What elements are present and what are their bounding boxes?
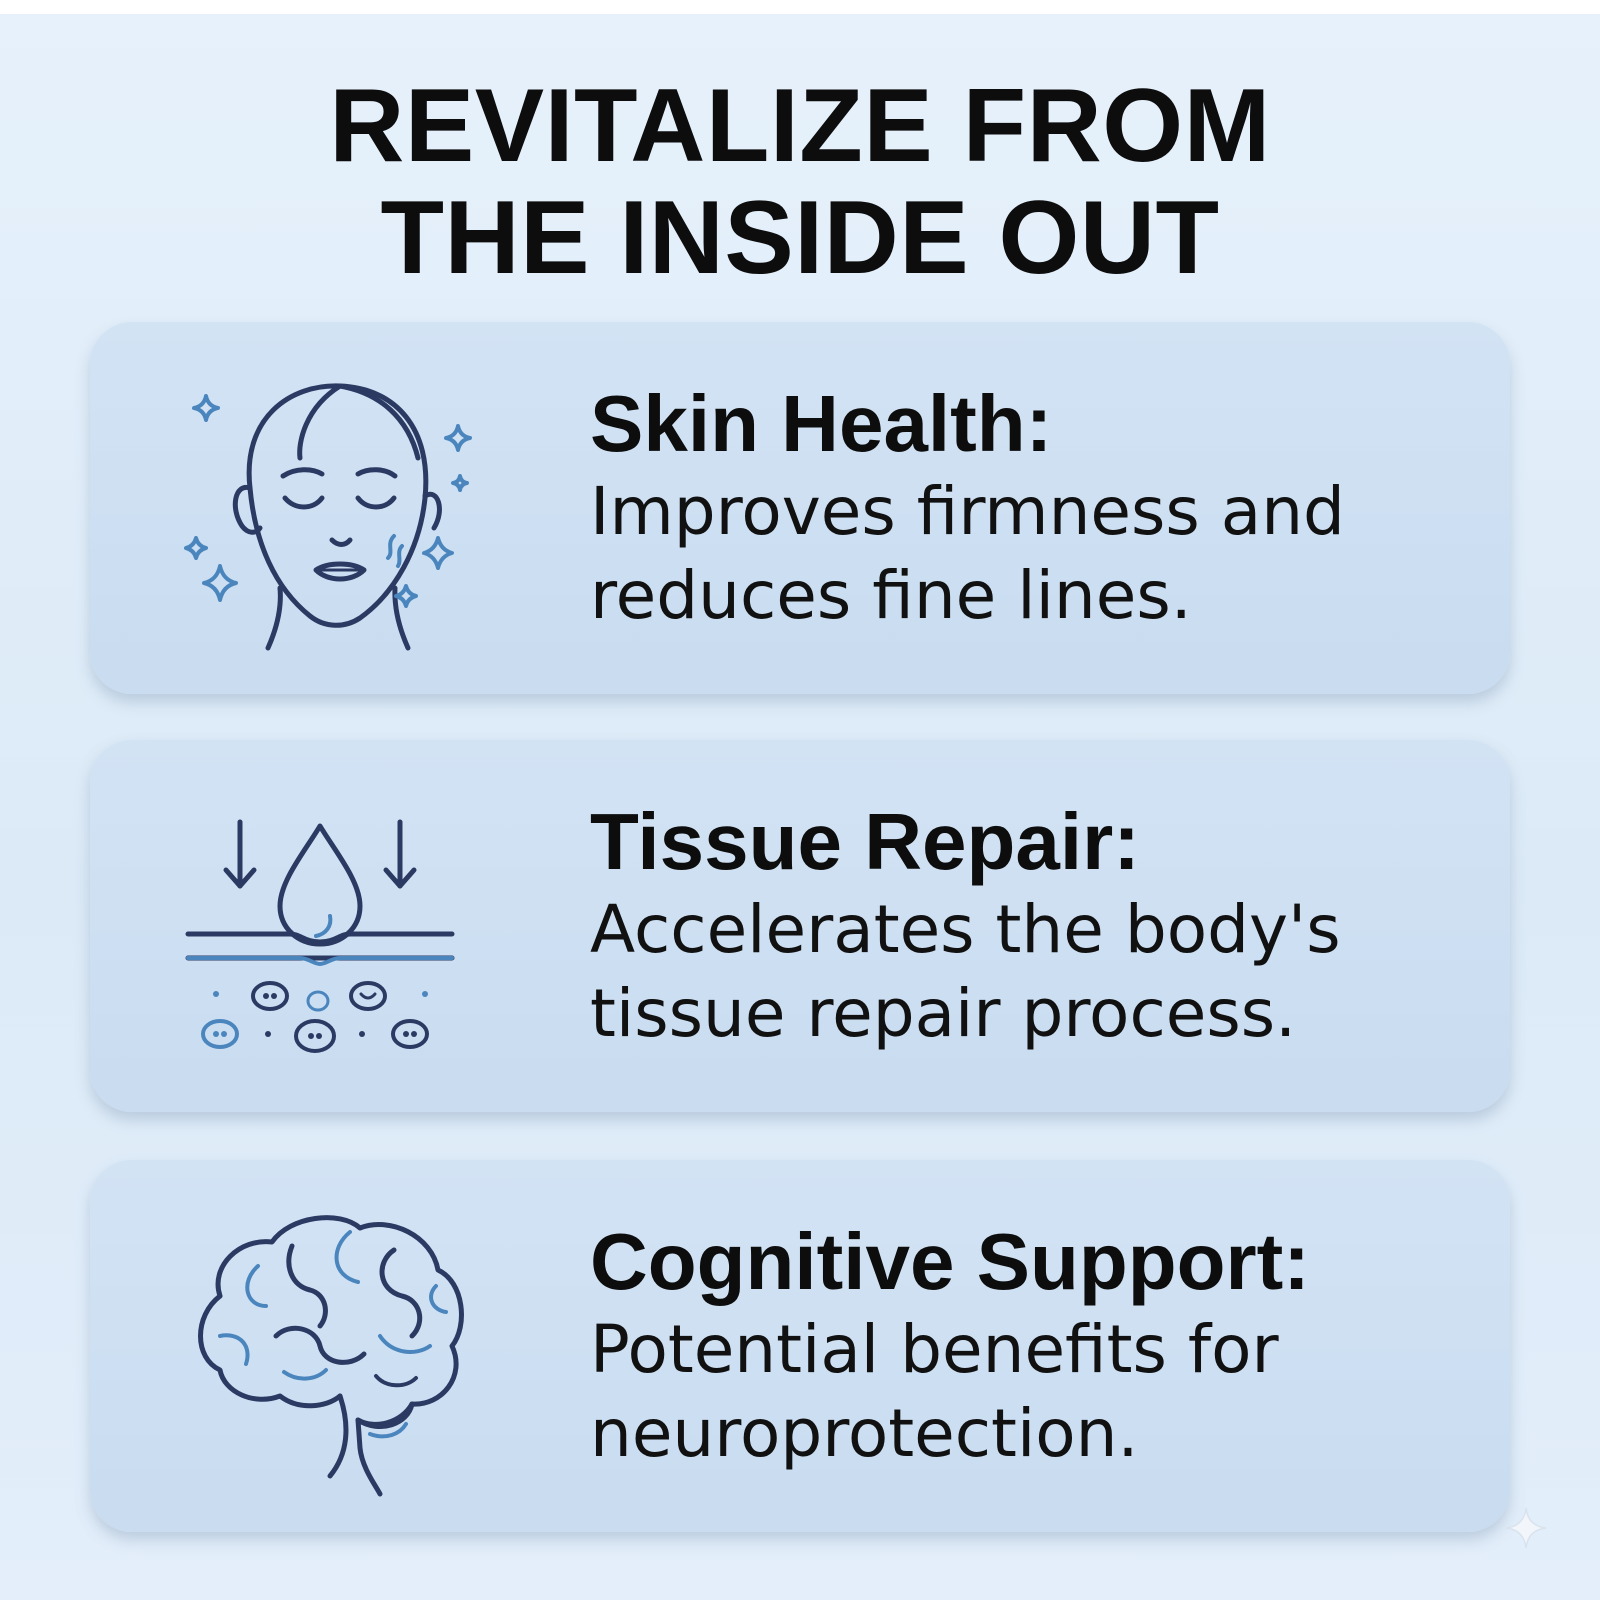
benefit-text: Skin Health: Improves firmness and reduc… <box>590 322 1490 694</box>
brain-icon <box>198 1215 464 1497</box>
benefit-description: Improves firmness and reduces fine lines… <box>590 473 1345 634</box>
page-title-line-2: THE INSIDE OUT <box>380 180 1220 296</box>
top-strip <box>0 0 1600 14</box>
benefit-description: Accelerates the body's tissue repair pro… <box>590 891 1341 1052</box>
skin-layers-icon <box>185 819 455 1053</box>
page-title: REVITALIZE FROM THE INSIDE OUT <box>0 70 1600 294</box>
benefit-card-cognitive-support: Cognitive Support: Potential benefits fo… <box>90 1160 1510 1532</box>
benefit-heading: Skin Health: <box>590 379 1053 468</box>
benefit-text: Cognitive Support: Potential benefits fo… <box>590 1160 1490 1532</box>
face-icon <box>184 383 472 651</box>
page-title-line-1: REVITALIZE FROM <box>329 68 1271 184</box>
benefit-heading: Tissue Repair: <box>590 797 1140 886</box>
sparkle-icon <box>1505 1507 1547 1549</box>
benefit-card-tissue-repair: Tissue Repair: Accelerates the body's ti… <box>90 740 1510 1112</box>
benefit-description: Potential benefits for neuroprotection. <box>590 1311 1279 1472</box>
benefit-heading: Cognitive Support: <box>590 1217 1310 1306</box>
benefit-card-skin-health: Skin Health: Improves firmness and reduc… <box>90 322 1510 694</box>
benefit-text: Tissue Repair: Accelerates the body's ti… <box>590 740 1490 1112</box>
